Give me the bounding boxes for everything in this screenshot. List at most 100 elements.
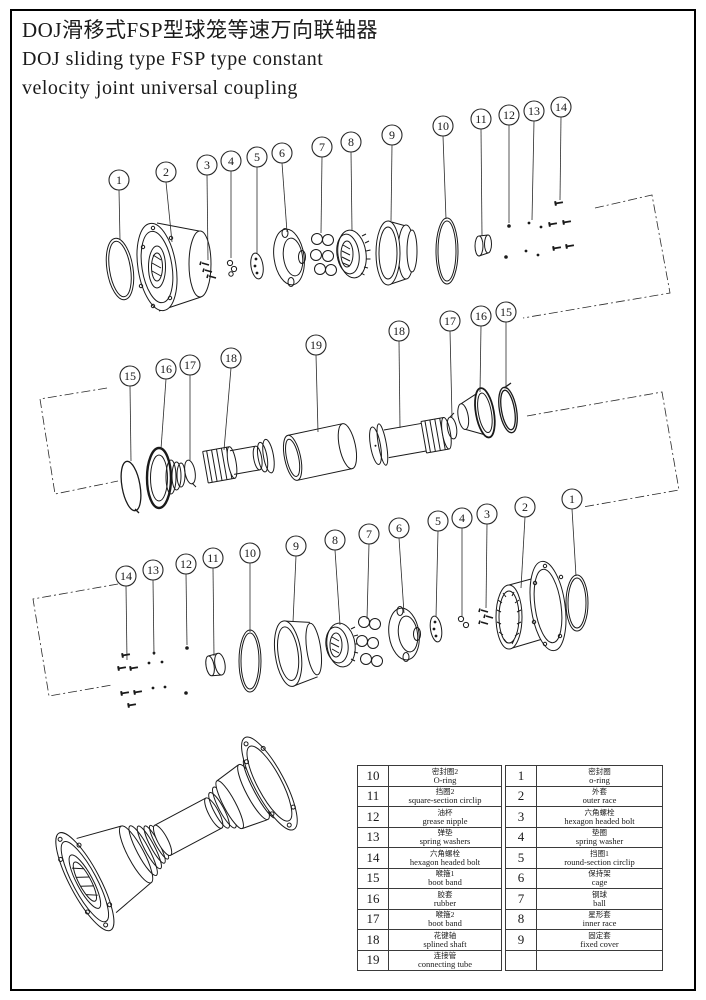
balloon-number: 10	[437, 119, 449, 133]
balloon-number: 17	[444, 314, 456, 328]
part-callout-11: 11	[470, 108, 492, 237]
balloon-number: 17	[184, 358, 196, 372]
part-callout-1: 1	[108, 169, 130, 241]
part-callout-3: 3	[196, 154, 218, 261]
part-callout-6: 6	[388, 517, 410, 614]
balls-part-row3	[356, 616, 383, 667]
balloon-circle	[220, 150, 242, 172]
inner-race-part-row1	[336, 229, 371, 279]
part-callout-18: 18	[388, 320, 410, 429]
balloon-number: 6	[396, 521, 402, 535]
balloon-circle	[381, 124, 403, 146]
balloon-circle	[470, 305, 492, 327]
o-ring-part-row1	[105, 237, 135, 301]
balloon-number: 18	[225, 351, 237, 365]
part-name-cn: 固定套	[588, 930, 611, 940]
hexagon-bolts-part-row1-right	[548, 200, 575, 251]
part-name-en: boot band	[428, 877, 462, 887]
balloon-number: 12	[503, 108, 515, 122]
part-name-en: square-section circlip	[408, 795, 482, 805]
o-ring-part-row3	[565, 574, 589, 632]
o-ring-2-part-row3	[238, 629, 262, 693]
splined-shaft-part-left	[202, 438, 275, 484]
part-name-en: hexagon headed bolt	[409, 856, 481, 867]
fixed-cover-part-row1	[375, 220, 418, 286]
part-number: 19	[357, 949, 389, 971]
balloon-circle	[523, 100, 545, 122]
balloon-number: 4	[228, 154, 234, 168]
part-callout-8: 8	[324, 529, 346, 626]
rubber-boot-part-right	[457, 387, 496, 439]
splined-shaft-part-right	[369, 416, 452, 466]
part-name-en: o-ring	[589, 774, 610, 785]
rubber-boot-part-left	[145, 446, 186, 510]
page-title-english-2: velocity joint universal coupling	[22, 77, 298, 99]
part-callout-10: 10	[432, 115, 454, 220]
part-name-cn: 外套	[592, 787, 607, 796]
balloon-number: 11	[475, 112, 487, 126]
balloon-circle	[495, 301, 517, 323]
part-name-cn: 垫圈	[592, 828, 607, 837]
hexagon-bolts-part-row1	[199, 261, 217, 279]
part-callout-7: 7	[358, 523, 380, 620]
balloon-number: 3	[204, 158, 210, 172]
balloon-circle	[196, 154, 218, 176]
grease-nipple-part-row1	[474, 234, 492, 257]
part-number: 8	[505, 908, 537, 930]
part-name-cn: 挡圈1	[590, 848, 609, 858]
hexagon-bolts-part-row3-left	[117, 652, 143, 708]
balloon-circle	[305, 334, 327, 356]
balloon-circle	[561, 488, 583, 510]
part-callout-4: 4	[451, 507, 473, 616]
part-name-cn: 挡圈2	[435, 787, 455, 796]
spring-washers-part-row3	[457, 615, 470, 629]
balloon-number: 4	[459, 511, 465, 525]
balloon-number: 5	[435, 514, 441, 528]
table-row	[505, 949, 663, 971]
spring-washers-dots-row3	[147, 651, 167, 690]
balloon-number: 6	[279, 146, 285, 160]
part-name-en: spring washer	[575, 836, 624, 846]
balloon-circle	[119, 365, 141, 387]
balloon-circle	[115, 565, 137, 587]
phantom-connector-lines	[32, 194, 680, 697]
balloon-circle	[175, 553, 197, 575]
boot-band-1-part-right	[498, 382, 518, 434]
part-callout-4: 4	[220, 150, 242, 258]
part-name-en: round-section circlip	[564, 856, 635, 867]
part-callout-13: 13	[142, 559, 164, 656]
balloon-circle	[358, 523, 380, 545]
balloon-circle	[246, 146, 268, 168]
balloon-circle	[550, 96, 572, 118]
balloon-number: 7	[319, 140, 325, 154]
part-name-cn: 连接管	[433, 951, 457, 960]
connecting-tube-part	[282, 423, 358, 481]
part-number: 9	[505, 929, 537, 951]
part-callout-13: 13	[523, 100, 545, 221]
part-name-cn: 喉箍2	[435, 910, 455, 919]
assembled-coupling-view	[55, 736, 298, 932]
grease-nipple-dots-row3	[184, 646, 189, 695]
balloon-circle	[432, 115, 454, 137]
balloon-number: 1	[116, 173, 122, 187]
drawing-frame	[10, 9, 696, 991]
balloon-number: 11	[207, 551, 219, 565]
part-callout-11: 11	[202, 547, 224, 657]
part-number: 1	[505, 765, 537, 787]
part-callout-9: 9	[285, 535, 307, 623]
part-number: 5	[505, 847, 537, 869]
balloon-number: 16	[475, 309, 487, 323]
part-name-en: outer race	[582, 795, 617, 805]
part-callout-17: 17	[179, 354, 201, 460]
part-number: 12	[357, 806, 389, 828]
part-name-en: grease nipple	[422, 815, 468, 826]
part-number: 3	[505, 806, 537, 828]
